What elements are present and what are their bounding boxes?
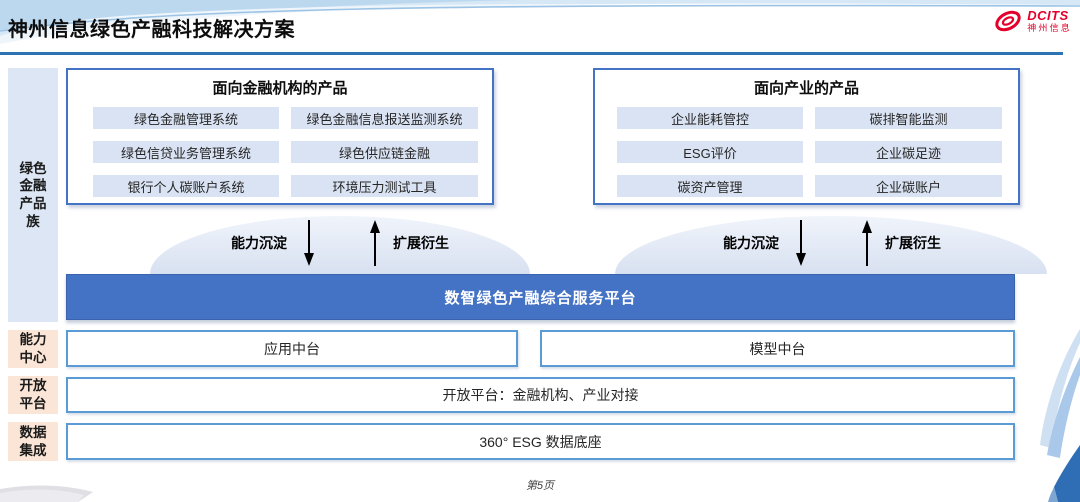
product-item: 银行个人碳账户系统 (93, 175, 279, 197)
finance-products-grid: 绿色金融管理系统 绿色金融信息报送监测系统 绿色信贷业务管理系统 绿色供应链金融… (93, 107, 478, 197)
product-item: 环境压力测试工具 (291, 175, 478, 197)
product-item: 绿色信贷业务管理系统 (93, 141, 279, 163)
finance-products-box: 面向金融机构的产品 绿色金融管理系统 绿色金融信息报送监测系统 绿色信贷业务管理… (66, 68, 494, 205)
platform-bar: 数智绿色产融综合服务平台 (66, 274, 1015, 320)
flow-up-label: 扩展衍生 (393, 235, 449, 251)
bottom-left-swoosh-decoration (0, 485, 93, 502)
product-item: 碳资产管理 (617, 175, 803, 197)
product-item: 绿色供应链金融 (291, 141, 478, 163)
open-platform-row: 开放平台：金融机构、产业对接 (66, 377, 1015, 413)
product-item: 绿色金融管理系统 (93, 107, 279, 129)
product-item: 绿色金融信息报送监测系统 (291, 107, 478, 129)
brand-logo: DCITS 神州信息 (993, 9, 1072, 33)
sidebar-label: 能力中心 (19, 332, 47, 365)
flow-group-right: 能力沉淀 扩展衍生 (642, 217, 1022, 269)
finance-products-title: 面向金融机构的产品 (212, 80, 348, 97)
brand-name: DCITS (1027, 8, 1069, 23)
sidebar-item-product-family: 绿色金融产品族 (8, 68, 58, 322)
product-item: 碳排智能监测 (815, 107, 1002, 129)
industry-products-box: 面向产业的产品 企业能耗管控 碳排智能监测 ESG评价 企业碳足迹 碳资产管理 … (593, 68, 1020, 205)
flow-up-label: 扩展衍生 (885, 235, 941, 251)
corner-swoosh-decoration (1040, 329, 1080, 502)
data-base-row: 360° ESG 数据底座 (66, 423, 1015, 460)
arrow-down-icon (796, 220, 806, 266)
header-divider (0, 52, 1063, 55)
industry-products-grid: 企业能耗管控 碳排智能监测 ESG评价 企业碳足迹 碳资产管理 企业碳账户 (617, 107, 1002, 197)
dcits-swoosh-icon (995, 10, 1021, 32)
middle-layer-model: 模型中台 (540, 330, 1015, 367)
product-item: 企业能耗管控 (617, 107, 803, 129)
flow-down-label: 能力沉淀 (723, 235, 779, 251)
industry-products-title: 面向产业的产品 (753, 80, 859, 97)
flow-group-left: 能力沉淀 扩展衍生 (150, 217, 530, 269)
page-number: 第5页 (525, 480, 555, 492)
product-item: 企业碳账户 (815, 175, 1002, 197)
sidebar-item-capability-center: 能力中心 (8, 330, 58, 368)
product-item: ESG评价 (617, 141, 803, 163)
page-title: 神州信息绿色产融科技解决方案 (8, 19, 295, 41)
top-swoosh-decoration (0, 0, 1080, 44)
brand-name-cn: 神州信息 (1027, 23, 1072, 33)
flow-down-label: 能力沉淀 (231, 235, 287, 251)
middle-layer-app: 应用中台 (66, 330, 518, 367)
sidebar-label: 绿色金融产品族 (19, 160, 47, 229)
product-item: 企业碳足迹 (815, 141, 1002, 163)
arrow-up-icon (862, 220, 872, 266)
sidebar-label: 数据集成 (19, 424, 47, 458)
sidebar-item-open-platform: 开放平台 (8, 376, 58, 414)
arrow-down-icon (304, 220, 314, 266)
sidebar-label: 开放平台 (19, 378, 47, 411)
sidebar-item-data-integration: 数据集成 (8, 422, 58, 461)
arrow-up-icon (370, 220, 380, 266)
